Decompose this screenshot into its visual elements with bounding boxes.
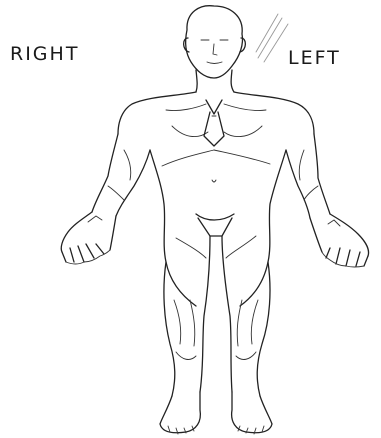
- left-leg: [222, 236, 270, 396]
- right-hand: [61, 212, 116, 264]
- scribble-mark: [256, 14, 288, 62]
- right-foot: [160, 392, 200, 434]
- left-foot: [232, 392, 272, 434]
- right-arm: [92, 134, 150, 216]
- right-leg: [164, 236, 210, 396]
- left-label: LEFT: [288, 47, 341, 69]
- torso: [118, 92, 314, 306]
- left-arm: [286, 134, 330, 218]
- head: [184, 6, 246, 78]
- left-hand: [310, 214, 369, 267]
- right-label: RIGHT: [10, 43, 79, 65]
- groin: [196, 214, 234, 236]
